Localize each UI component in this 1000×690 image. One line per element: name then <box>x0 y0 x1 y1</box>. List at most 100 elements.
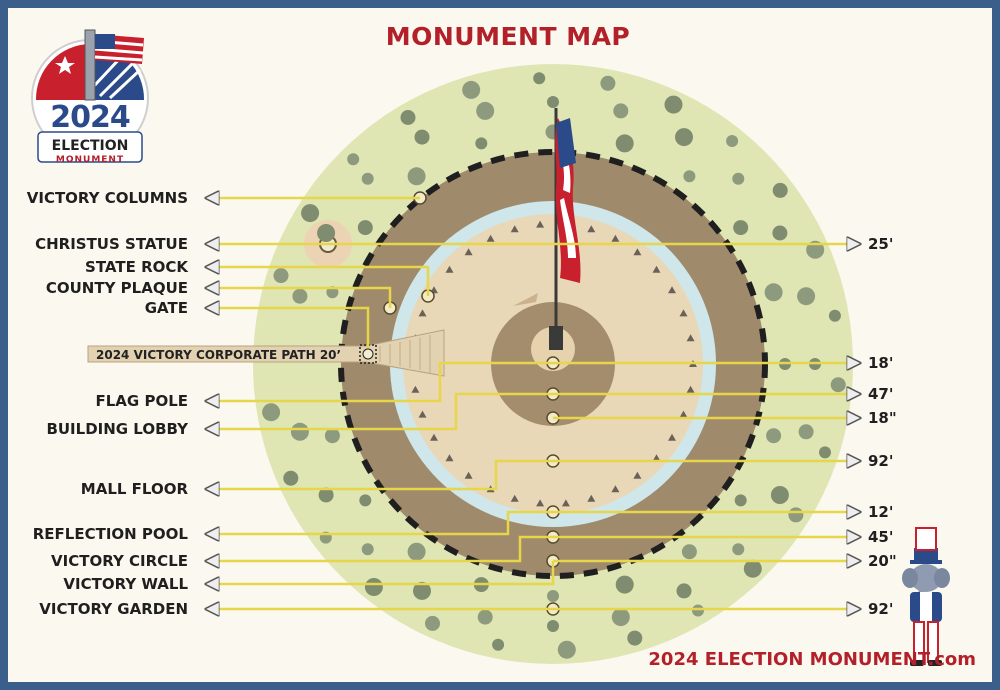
tree <box>533 72 546 85</box>
tree <box>425 615 440 631</box>
logo-emblem-icon <box>31 29 149 163</box>
rock <box>679 309 688 317</box>
tree <box>766 428 782 444</box>
tree <box>400 110 416 125</box>
label-mall-floor: MALL FLOOR <box>80 480 188 498</box>
logo-word: ELECTION <box>51 138 129 154</box>
tree <box>492 638 505 651</box>
tree <box>683 170 696 183</box>
tree <box>273 268 289 284</box>
tree <box>770 486 789 504</box>
logo-year: 2024 <box>50 100 131 135</box>
rock <box>418 309 427 317</box>
tree <box>476 101 495 120</box>
rock <box>668 433 676 441</box>
measure-mall-floor: 92' <box>868 452 894 470</box>
tree <box>547 96 559 108</box>
tree <box>600 75 616 91</box>
rock <box>536 220 545 228</box>
tree <box>743 559 762 578</box>
rock <box>464 248 473 256</box>
map-title: MONUMENT MAP <box>385 22 631 51</box>
rock <box>587 225 596 233</box>
rock <box>445 265 454 273</box>
rock <box>430 433 438 441</box>
monument-map-svg <box>31 29 950 666</box>
tree <box>692 604 704 617</box>
tree <box>732 543 745 556</box>
measure-lobby: 47' <box>868 385 894 403</box>
tree <box>830 377 846 393</box>
footer-site: 2024 ELECTION MONUMENT.com <box>648 649 976 670</box>
tree <box>547 590 559 602</box>
logo-sub: MONUMENT <box>55 155 125 165</box>
tree <box>788 507 804 523</box>
tree <box>681 544 697 560</box>
tree <box>361 172 374 185</box>
tree <box>283 470 299 486</box>
label-victory-columns: VICTORY COLUMNS <box>26 189 188 207</box>
map-frame: MONUMENT MAP 2024 ELECTION MONUMENT 2024… <box>8 8 992 682</box>
tree <box>347 153 360 166</box>
label-reflection-pool: REFLECTION POOL <box>32 525 188 543</box>
tree <box>364 578 383 596</box>
measure-flag-pole: 18' <box>868 354 894 372</box>
rock <box>633 248 642 256</box>
tree <box>292 288 308 304</box>
tree <box>262 403 281 422</box>
measure-victory-circle: 45' <box>868 528 894 546</box>
label-state-rock: STATE ROCK <box>85 258 188 276</box>
tree <box>828 309 841 322</box>
measure-victory-garden: 92' <box>868 600 894 618</box>
tree <box>407 542 426 561</box>
tree <box>734 494 747 507</box>
measure-victory-wall: 20" <box>868 552 897 570</box>
tree <box>477 609 493 625</box>
tree <box>611 608 630 627</box>
tree <box>732 172 745 185</box>
measure-reflection-pool: 12' <box>868 503 894 521</box>
label-building-lobby: BUILDING LOBBY <box>46 420 188 438</box>
tree <box>326 286 339 299</box>
tree <box>407 167 426 186</box>
tree <box>764 283 783 302</box>
tree <box>627 630 643 646</box>
label-victory-wall: VICTORY WALL <box>63 575 188 593</box>
tree <box>613 103 629 119</box>
tree <box>726 135 739 147</box>
tree <box>676 583 692 599</box>
rock <box>510 494 519 502</box>
label-county-plaque: COUNTY PLAQUE <box>45 279 188 297</box>
tree <box>772 225 788 241</box>
tree <box>301 204 320 223</box>
measure-lobby-step: 18" <box>868 409 897 427</box>
tree <box>317 224 336 242</box>
tree <box>798 424 814 440</box>
tree <box>664 95 683 114</box>
tree <box>324 428 340 444</box>
rock <box>587 494 596 502</box>
tree <box>357 220 373 236</box>
rock <box>668 286 676 294</box>
tree <box>675 128 693 147</box>
rock <box>510 225 519 233</box>
measure-christus: 25' <box>868 235 894 253</box>
rock <box>686 334 695 342</box>
tree <box>557 640 576 659</box>
tree <box>462 80 481 99</box>
label-christus-statue: CHRISTUS STATUE <box>35 235 188 253</box>
corporate-path-label: 2024 VICTORY CORPORATE PATH 20’ <box>96 348 342 362</box>
tree <box>475 137 488 150</box>
tree <box>413 581 431 600</box>
tree <box>772 182 788 198</box>
tree <box>547 620 559 632</box>
tree <box>615 134 634 153</box>
rock <box>652 265 661 273</box>
tree <box>797 287 816 306</box>
uncle-sam-elephant-icon <box>902 527 950 666</box>
label-flag-pole: FLAG POLE <box>95 392 189 410</box>
tree <box>359 494 372 507</box>
tree <box>414 129 430 145</box>
label-gate: GATE <box>144 299 188 317</box>
tree <box>361 543 374 556</box>
